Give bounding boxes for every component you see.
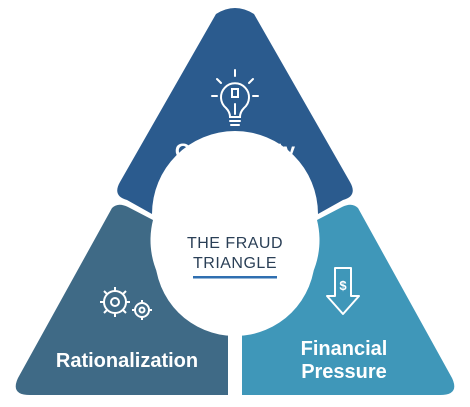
gears-icon	[100, 287, 152, 320]
financial-pressure-label-line1: Financial	[301, 338, 388, 360]
center-title-underline	[193, 276, 277, 279]
rationalization-segment	[15, 204, 229, 395]
financial-pressure-label-line2: Pressure	[301, 361, 387, 383]
money-down-arrow-icon: $	[326, 267, 360, 315]
rationalization-label: Rationalization	[56, 350, 198, 372]
center-circle	[155, 176, 315, 336]
center-title-line2: TRIANGLE	[193, 255, 277, 272]
center-title-line1: THE FRAUD	[187, 235, 283, 252]
opportunity-label: Opportunity	[175, 140, 295, 163]
lightbulb-icon	[211, 69, 259, 126]
svg-text:$: $	[339, 278, 347, 293]
financial-pressure-segment	[242, 204, 455, 395]
